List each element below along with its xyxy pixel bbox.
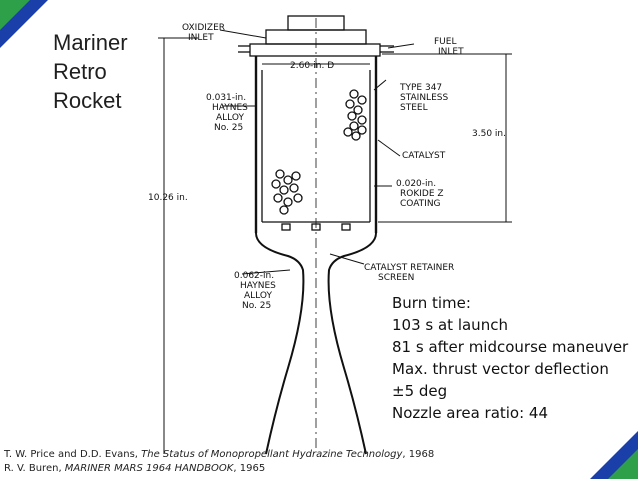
injector-top	[287, 15, 345, 31]
label-steel: STEEL	[400, 103, 428, 113]
ref2-year: , 1965	[233, 463, 266, 474]
engine-cross-section: OXIDIZER INLET FUEL INLET 2.60-in. D 0.0…	[148, 15, 512, 455]
references: T. W. Price and D.D. Evans, The Status o…	[4, 448, 434, 476]
label-steel: TYPE 347	[399, 83, 442, 93]
label-chamber-height: 3.50 in.	[472, 129, 506, 139]
label-rokide: ROKIDE Z	[400, 189, 444, 199]
ref2-title: MARINER MARS 1964 HANDBOOK	[64, 463, 234, 474]
label-haynes-bottom: No. 25	[242, 301, 271, 311]
reference-2: R. V. Buren, MARINER MARS 1964 HANDBOOK,…	[4, 462, 434, 476]
ref2-authors: R. V. Buren,	[4, 463, 65, 474]
info-line: Nozzle area ratio: 44	[392, 404, 549, 422]
label-retainer: SCREEN	[378, 273, 414, 283]
label-fuel-inlet: INLET	[438, 47, 464, 57]
info-line: ±5 deg	[392, 382, 448, 400]
label-haynes-top: 0.031-in.	[206, 93, 246, 103]
nozzle-wall-right	[327, 232, 377, 455]
retainer-tab	[281, 223, 291, 231]
label-haynes-top: HAYNES	[212, 103, 248, 113]
injector-head	[249, 43, 381, 57]
label-rokide: COATING	[400, 199, 441, 209]
title-line: Mariner	[53, 30, 128, 55]
title-line: Retro	[53, 59, 107, 84]
label-retainer: CATALYST RETAINER	[364, 263, 454, 273]
info-line: Burn time:	[392, 294, 471, 312]
title-line: Rocket	[53, 88, 122, 113]
nozzle-wall-left	[255, 232, 305, 455]
ref1-year: , 1968	[402, 449, 435, 460]
retainer-tab	[311, 223, 321, 231]
info-line: Max. thrust vector deflection	[392, 360, 609, 378]
label-oxidizer-inlet: INLET	[188, 33, 214, 43]
label-diameter: 2.60-in. D	[290, 61, 334, 71]
slide-title: Mariner Retro Rocket	[53, 28, 128, 115]
label-total-height: 10.26 in.	[148, 193, 188, 203]
corner-decoration-bottom-right-inner	[608, 449, 638, 479]
corner-decoration-top-left-inner	[0, 0, 30, 30]
performance-notes: Burn time: 103 s at launch 81 s after mi…	[392, 292, 628, 424]
info-line: 103 s at launch	[392, 316, 508, 334]
info-line: 81 s after midcourse maneuver	[392, 338, 629, 356]
label-steel: STAINLESS	[400, 93, 448, 103]
label-catalyst: CATALYST	[402, 151, 446, 161]
retainer-tab	[341, 223, 351, 231]
label-haynes-bottom: HAYNES	[240, 281, 276, 291]
rocket-engine-diagram: OXIDIZER INLET FUEL INLET 2.60-in. D 0.0…	[138, 8, 530, 456]
catalyst-pellets-upper	[343, 89, 367, 141]
ref1-authors: T. W. Price and D.D. Evans,	[4, 449, 142, 460]
label-haynes-bottom: ALLOY	[244, 291, 272, 301]
reference-1: T. W. Price and D.D. Evans, The Status o…	[4, 448, 434, 462]
catalyst-pellets-lower	[271, 169, 303, 215]
ref1-title: The Status of Monopropellant Hydrazine T…	[141, 449, 403, 460]
label-oxidizer: OXIDIZER	[182, 23, 225, 33]
label-haynes-top: No. 25	[214, 123, 243, 133]
label-rokide: 0.020-in.	[396, 179, 436, 189]
label-fuel: FUEL	[434, 37, 456, 47]
label-haynes-top: ALLOY	[216, 113, 244, 123]
label-haynes-bottom: 0.062-in.	[234, 271, 274, 281]
